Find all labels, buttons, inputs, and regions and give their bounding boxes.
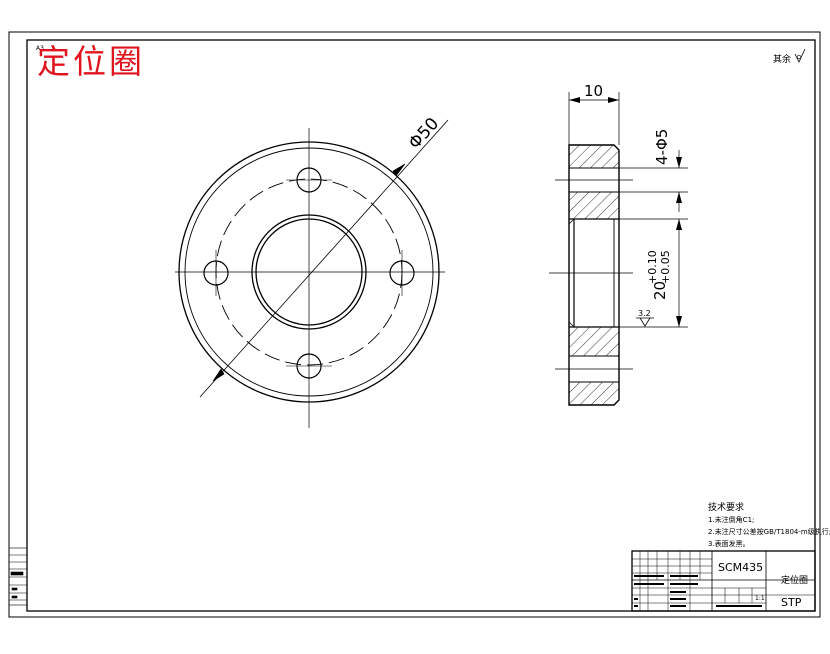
svg-text:+0.05: +0.05: [659, 250, 672, 284]
section-outline: [568, 144, 620, 406]
roughness-note: 其余: [773, 48, 806, 65]
drawing-code-label: STP: [781, 596, 802, 609]
sheet-frame: [8, 31, 821, 618]
svg-text:+0.10: +0.10: [646, 250, 659, 284]
bore-dim-label: 20 +0.10 +0.05: [646, 250, 672, 300]
hatch-region-4: [569, 382, 619, 405]
left-margin-table: [8, 547, 28, 606]
part-name-label: 定位圈: [781, 574, 808, 586]
tech-item-3: 3.表面发黑。: [708, 539, 750, 548]
title-block: [631, 550, 816, 612]
scale-label: 1:1: [755, 595, 765, 602]
drawing-title: 定位圈: [37, 42, 145, 81]
front-view: [175, 119, 449, 428]
roughness-value: 3.2: [638, 309, 651, 318]
width-dim-label: 10: [584, 82, 603, 100]
side-view: [549, 92, 688, 406]
hatch-region-3: [569, 327, 619, 356]
tech-item-1: 1.未注倒角C1;: [708, 515, 754, 524]
material-label: SCM435: [718, 561, 763, 574]
diameter-label: Φ50: [405, 114, 443, 153]
hatch-region-2: [569, 192, 619, 219]
tech-heading: 技术要求: [708, 501, 744, 513]
title-block-fill: [634, 575, 762, 607]
svg-text:其余: 其余: [773, 53, 791, 65]
tech-item-2: 2.未注尺寸公差按GB/T1804-m级执行;: [708, 527, 830, 536]
tech-requirements: 技术要求 1.未注倒角C1; 2.未注尺寸公差按GB/T1804-m级执行; 3…: [708, 501, 830, 548]
corner-mark: A3: [36, 45, 44, 52]
hatch-region-1: [569, 145, 619, 168]
holes-dim-label: 4-Φ5: [653, 129, 671, 165]
svg-text:20: 20: [651, 281, 669, 300]
